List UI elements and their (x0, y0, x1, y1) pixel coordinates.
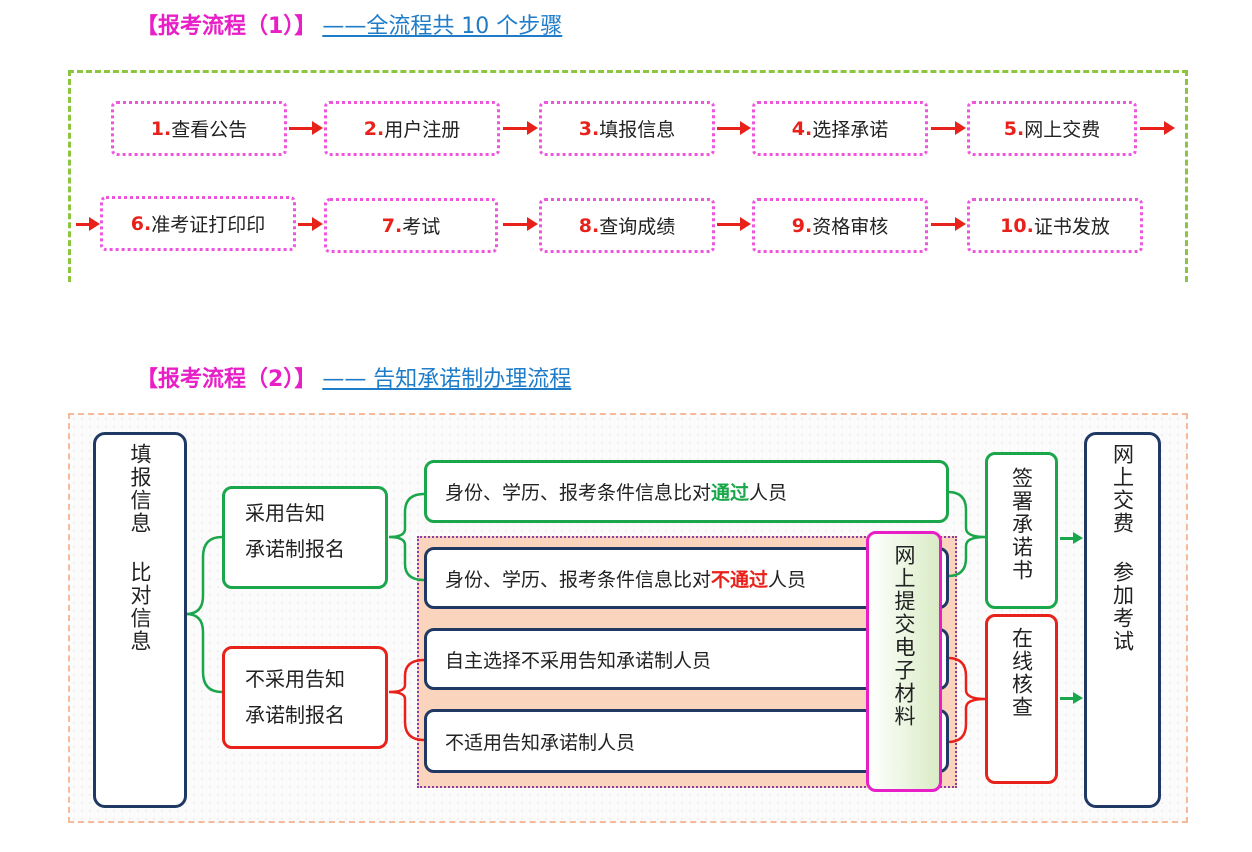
not-adopt-pledge-line1: 不采用告知 (245, 667, 345, 691)
sign-pledge-box: 签署承诺书 (985, 452, 1058, 609)
step-label: 填报信息 (599, 119, 676, 141)
step-label: 考试 (402, 216, 441, 238)
step-label: 准考证打印印 (151, 214, 266, 236)
step-label: 证书发放 (1033, 216, 1110, 238)
online-check-text: 在线核查 (1009, 627, 1034, 719)
self-opt-out-text: 自主选择不采用告知承诺制人员 (445, 649, 712, 672)
fill-info-text: 填报信息 比对信息 (128, 443, 152, 653)
step-label: 用户注册 (384, 119, 461, 141)
section2-title-sub: —— 告知承诺制办理流程 (322, 367, 572, 392)
section1-title-bracket: 【报考流程（1）】 (136, 14, 317, 39)
section2-title-bracket: 【报考流程（2）】 (136, 367, 317, 392)
verify-fail-prefix: 身份、学历、报考条件信息比对 (445, 568, 712, 591)
step-number: 6. (130, 212, 152, 235)
not-adopt-pledge-box: 不采用告知 承诺制报名 (222, 646, 388, 749)
step-number: 9. (791, 214, 813, 237)
step-number: 4. (791, 117, 813, 140)
verify-fail-status: 不通过 (711, 568, 769, 591)
adopt-pledge-line2: 承诺制报名 (245, 537, 345, 561)
flow-arrow (289, 121, 323, 135)
online-check-box: 在线核查 (985, 614, 1058, 784)
step-label: 资格审核 (812, 216, 889, 238)
step-label: 选择承诺 (812, 119, 889, 141)
step-9: 9.资格审核 (752, 198, 928, 253)
flow-frame (68, 70, 1188, 282)
step-4: 4.选择承诺 (752, 101, 928, 156)
flow-arrow (717, 217, 751, 231)
not-applicable-text: 不适用告知承诺制人员 (445, 731, 636, 754)
step-8: 8.查询成绩 (539, 198, 715, 253)
section1-title-sub: ——全流程共 10 个步骤 (322, 14, 563, 39)
green-arrow (1060, 532, 1083, 544)
flow-arrow (931, 217, 966, 231)
flow-arrow (76, 217, 100, 231)
submit-materials-text: 网上提交电子材料 (892, 544, 916, 728)
section1-title: 【报考流程（1）】——全流程共 10 个步骤 (136, 8, 562, 40)
step-number: 10. (1000, 214, 1034, 237)
section2-title: 【报考流程（2）】—— 告知承诺制办理流程 (136, 361, 571, 393)
step-3: 3.填报信息 (539, 101, 715, 156)
step-1: 1.查看公告 (111, 101, 287, 156)
adopt-pledge-box: 采用告知 承诺制报名 (222, 486, 388, 589)
flow-arrow (1140, 121, 1175, 135)
verify-pass-row: 身份、学历、报考条件信息比对通过人员 (424, 460, 949, 523)
sign-pledge-text: 签署承诺书 (1009, 467, 1034, 582)
not-applicable-row: 不适用告知承诺制人员 (424, 709, 949, 773)
step-number: 1. (150, 117, 172, 140)
submit-materials-box: 网上提交电子材料 (866, 531, 942, 792)
self-opt-out-row: 自主选择不采用告知承诺制人员 (424, 628, 949, 690)
verify-pass-prefix: 身份、学历、报考条件信息比对 (445, 482, 712, 504)
pay-exam-text: 网上交费 参加考试 (1110, 443, 1135, 653)
step-5: 5.网上交费 (967, 101, 1137, 156)
step-number: 8. (578, 214, 600, 237)
pay-exam-box: 网上交费 参加考试 (1084, 432, 1161, 808)
verify-fail-row: 身份、学历、报考条件信息比对不通过人员 (424, 547, 949, 609)
flow-arrow (717, 121, 751, 135)
not-adopt-pledge-line2: 承诺制报名 (245, 703, 345, 727)
step-number: 7. (381, 214, 403, 237)
verify-pass-suffix: 人员 (749, 482, 788, 504)
green-arrow (1060, 692, 1083, 704)
step-label: 查询成绩 (599, 216, 676, 238)
fill-info-box: 填报信息 比对信息 (93, 432, 187, 808)
step-label: 网上交费 (1024, 119, 1101, 141)
verify-pass-status: 通过 (711, 482, 750, 504)
adopt-pledge-line1: 采用告知 (245, 501, 325, 525)
flow-arrow (503, 121, 538, 135)
step-6: 6.准考证打印印 (100, 196, 296, 251)
step-2: 2.用户注册 (324, 101, 500, 156)
step-number: 3. (578, 117, 600, 140)
step-number: 5. (1003, 117, 1025, 140)
step-7: 7.考试 (324, 198, 498, 253)
verify-fail-suffix: 人员 (768, 568, 807, 591)
step-number: 2. (363, 117, 385, 140)
flow-arrow (931, 121, 966, 135)
flow-arrow (298, 217, 323, 231)
step-label: 查看公告 (171, 119, 248, 141)
step-10: 10.证书发放 (967, 198, 1143, 253)
flow-arrow (503, 217, 538, 231)
